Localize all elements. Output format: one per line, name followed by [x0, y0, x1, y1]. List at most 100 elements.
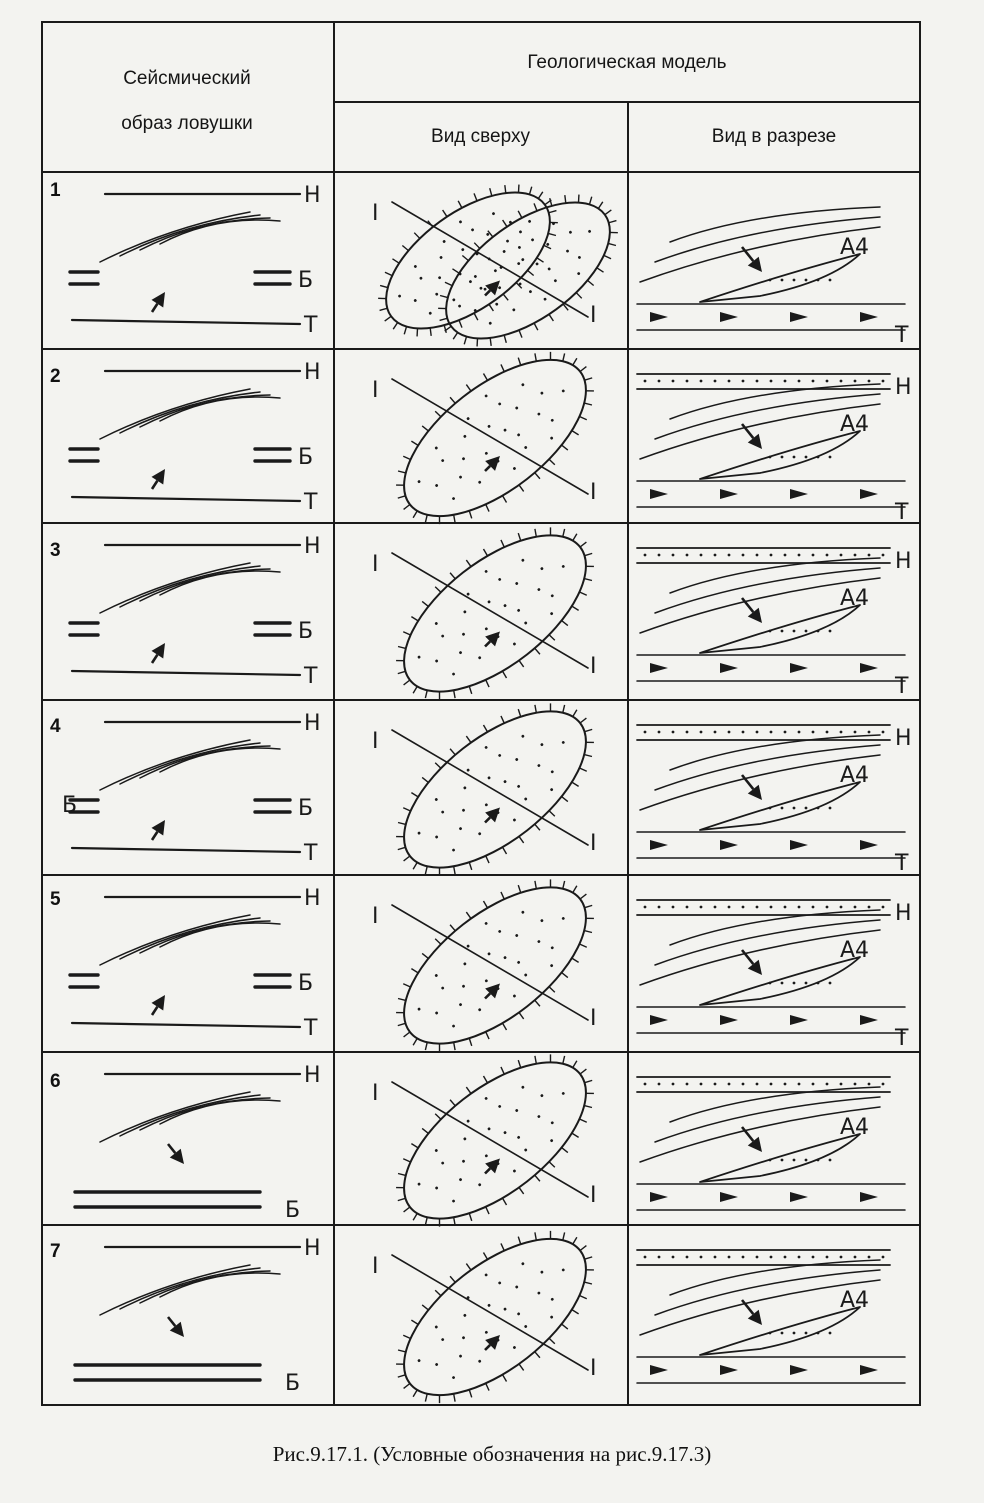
- header-seismic-line2: образ ловушки: [121, 113, 253, 134]
- bed-boundary: [654, 1096, 881, 1143]
- horizon-label-B: Б: [298, 796, 313, 821]
- sand-dot: [671, 379, 675, 383]
- sand-dot: [825, 905, 829, 909]
- horizon-label-T: Т: [303, 664, 318, 689]
- section-line-I-I: [391, 201, 589, 318]
- trap-indicator-arrow: [740, 246, 762, 272]
- sand-dot: [828, 629, 832, 633]
- sand-dot: [780, 278, 784, 282]
- horizon-label-H: Н: [895, 726, 912, 751]
- header-top-view: Вид сверху: [431, 126, 530, 147]
- table-border: [41, 21, 921, 1406]
- sand-dot: [804, 1331, 808, 1335]
- sand-dot: [671, 553, 675, 557]
- horizon-label-B: Б: [298, 619, 313, 644]
- trap-indicator-arrow: [484, 1158, 500, 1175]
- sand-dot: [657, 905, 661, 909]
- trap-indicator-arrow: [740, 774, 762, 800]
- horizon-label-T: Т: [894, 851, 909, 876]
- flow-direction-triangle: [650, 1192, 668, 1202]
- flow-direction-triangle: [790, 663, 808, 673]
- sand-dot: [825, 553, 829, 557]
- section-label-I-end: I: [590, 831, 597, 856]
- sand-dot: [713, 379, 717, 383]
- trap-indicator-arrow: [484, 1335, 500, 1351]
- sand-dot: [713, 1255, 717, 1259]
- trap-indicator-arrow: [484, 983, 500, 1000]
- reflector-line: [99, 562, 251, 614]
- sand-dot: [825, 379, 829, 383]
- horizon-label-H: Н: [895, 549, 912, 574]
- reflector-line: [159, 1272, 281, 1298]
- sand-dot: [828, 455, 832, 459]
- reflector-line: [159, 396, 281, 422]
- section-label-I-start: I: [372, 201, 379, 226]
- sand-dot: [783, 553, 787, 557]
- sand-dot: [727, 379, 731, 383]
- sand-dot: [804, 981, 808, 985]
- sand-dot: [671, 1255, 675, 1259]
- section-label-I-start: I: [372, 1081, 379, 1106]
- flow-direction-triangle: [790, 840, 808, 850]
- sand-dot: [792, 806, 796, 810]
- reflector-line: [119, 917, 261, 960]
- reflector-line: [70, 669, 302, 677]
- sand-dot: [643, 1082, 647, 1086]
- sand-dot: [867, 553, 871, 557]
- bed-boundary: [669, 206, 881, 243]
- sand-dot: [797, 379, 801, 383]
- sand-dot: [881, 1255, 885, 1259]
- sand-dot: [792, 1158, 796, 1162]
- flow-direction-triangle: [860, 312, 878, 322]
- horizon-label-T: Т: [303, 313, 318, 338]
- sand-dot: [828, 1331, 832, 1335]
- trap-indicator-arrow: [150, 643, 165, 664]
- horizon-label-T: Т: [303, 490, 318, 515]
- reservoir-label-A4: А4: [840, 235, 869, 260]
- trap-indicator-arrow: [484, 456, 500, 472]
- bed-boundary: [639, 929, 881, 986]
- trap-indicator-arrow: [166, 1316, 184, 1337]
- sand-dot: [811, 730, 815, 734]
- sand-dot: [769, 1255, 773, 1259]
- horizon-label-T: Т: [894, 323, 909, 348]
- sand-dot: [713, 1082, 717, 1086]
- horizon-label-B: Б: [298, 268, 313, 293]
- sand-dot: [657, 379, 661, 383]
- sand-dot: [839, 553, 843, 557]
- sand-dot: [816, 278, 820, 282]
- section-label-I-end: I: [590, 1006, 597, 1031]
- sand-dot: [811, 379, 815, 383]
- sand-dot: [755, 379, 759, 383]
- reflector-line: [159, 1099, 281, 1125]
- reflector-line: [70, 846, 302, 854]
- reflector-line: [99, 739, 251, 791]
- sand-dot: [671, 1082, 675, 1086]
- sand-dot: [657, 553, 661, 557]
- flow-direction-triangle: [790, 1365, 808, 1375]
- row-number-3: 3: [50, 540, 61, 561]
- sand-dot: [797, 730, 801, 734]
- flow-direction-triangle: [650, 840, 668, 850]
- sand-dot: [792, 455, 796, 459]
- sand-dot: [804, 629, 808, 633]
- trap-indicator-arrow: [150, 995, 165, 1016]
- trap-indicator-arrow: [484, 807, 500, 824]
- row-number-7: 7: [50, 1241, 61, 1262]
- trap-indicator-arrow: [166, 1143, 184, 1164]
- section-label-I-end: I: [590, 480, 597, 505]
- bed-boundary: [639, 577, 881, 634]
- flow-direction-triangle: [720, 840, 738, 850]
- section-line-I-I: [391, 904, 589, 1021]
- section-line-I-I: [391, 1254, 589, 1371]
- sand-dot: [699, 553, 703, 557]
- bed-boundary: [669, 557, 881, 594]
- horizon-label-B-left: Б: [62, 793, 77, 818]
- row-number-2: 2: [50, 366, 61, 387]
- sand-dot: [783, 1255, 787, 1259]
- section-label-I-end: I: [590, 303, 597, 328]
- sand-lens: [699, 956, 861, 1006]
- flow-direction-triangle: [860, 1192, 878, 1202]
